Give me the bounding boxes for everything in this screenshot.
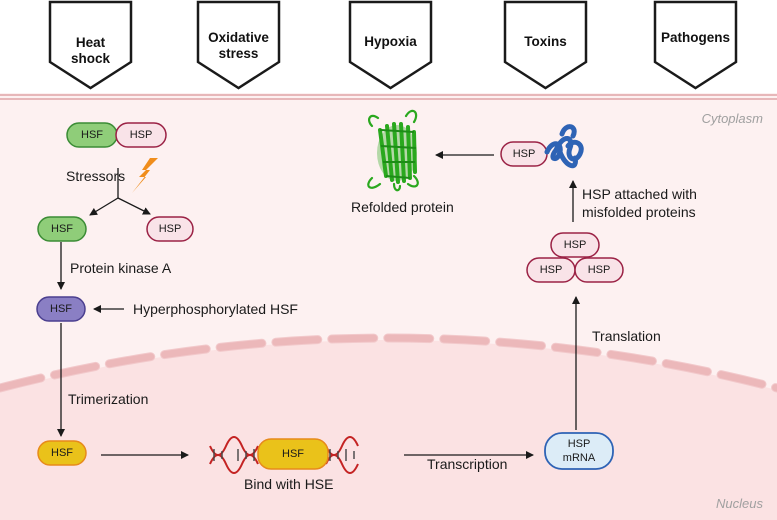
translation-label: Translation: [592, 328, 661, 344]
hyperphosphorylated-label: Hyperphosphorylated HSF: [133, 301, 298, 317]
hsp-pill-label: HSP: [588, 264, 611, 276]
bound-hsf-pill: [257, 438, 329, 470]
chevron-shape: [503, 0, 588, 90]
bind-hse-label: Bind with HSE: [244, 476, 333, 492]
hsp-pill: [574, 257, 624, 283]
trimer-hsf-label: HSF: [51, 447, 73, 459]
hsp-pill-label: HSP: [564, 239, 587, 251]
free-hsp-pill: [146, 216, 194, 242]
refolded-protein-label: Refolded protein: [351, 199, 454, 215]
nuclear-envelope-shade: [0, 334, 777, 392]
chevron-shape: [48, 0, 133, 90]
stressor-label: Oxidative: [208, 30, 269, 45]
hsf-hsp-complex: HSF HSP: [66, 122, 167, 148]
chevron-shape: [653, 0, 738, 90]
stressor-toxins: Toxins: [503, 0, 588, 90]
protein-kinase-label: Protein kinase A: [70, 260, 172, 276]
hsp-mrna-pill: [544, 432, 614, 470]
stressor-label: Hypoxia: [364, 34, 417, 49]
attached-label-line2: misfolded proteins: [582, 204, 696, 220]
nucleus-region: [0, 340, 777, 520]
stressor-hypoxia: Hypoxia: [348, 0, 433, 90]
trimerization-label: Trimerization: [68, 391, 148, 407]
hsp-pill-label: HSP: [540, 264, 563, 276]
arrow-to-hsf: [89, 197, 119, 216]
chevron-shape: [348, 0, 433, 90]
nucleus-label: Nucleus: [716, 496, 763, 511]
stressor-oxidative-stress: Oxidative stress: [196, 0, 281, 90]
stressor-label: shock: [71, 51, 111, 66]
attached-label-line1: HSP attached with: [582, 186, 697, 202]
stressor-label: Toxins: [524, 34, 567, 49]
free-hsf-label: HSF: [51, 223, 73, 235]
transcription-label: Transcription: [427, 456, 507, 472]
hsp-pill: [550, 232, 600, 258]
arrow-to-hsp: [117, 197, 151, 215]
phospho-hsf-label: HSF: [50, 303, 72, 315]
cytoplasm-label: Cytoplasm: [702, 111, 764, 126]
stressors-label: Stressors: [66, 168, 125, 184]
hsp-pill: [115, 122, 167, 148]
phospho-hsf-pill: [36, 296, 86, 322]
bound-hsf-label: HSF: [282, 448, 304, 460]
free-hsf-pill: [37, 216, 87, 242]
stressor-label: stress: [219, 46, 259, 61]
lightning-icon: [132, 158, 158, 193]
hsp-pill-label: HSP: [130, 129, 153, 141]
mrna-label-line1: HSP: [568, 438, 591, 450]
free-hsp-label: HSP: [159, 223, 182, 235]
stressor-pathogens: Pathogens: [653, 0, 738, 90]
dna-helix: [209, 436, 359, 474]
hsp-bound-label: HSP: [513, 148, 536, 160]
refolded-protein-icon: [367, 109, 419, 192]
misfolded-protein-icon: [544, 124, 584, 169]
chevron-shape: [196, 0, 281, 90]
hsf-pill-label: HSF: [81, 129, 103, 141]
stressor-heat-shock: Heat shock: [48, 0, 133, 90]
stressor-label: Pathogens: [661, 30, 730, 45]
mrna-label-line2: mRNA: [563, 452, 596, 464]
trimer-hsf-pill: [37, 440, 87, 466]
stressor-label: Heat: [76, 35, 106, 50]
hsp-cluster: HSP HSP HSP: [526, 232, 624, 283]
